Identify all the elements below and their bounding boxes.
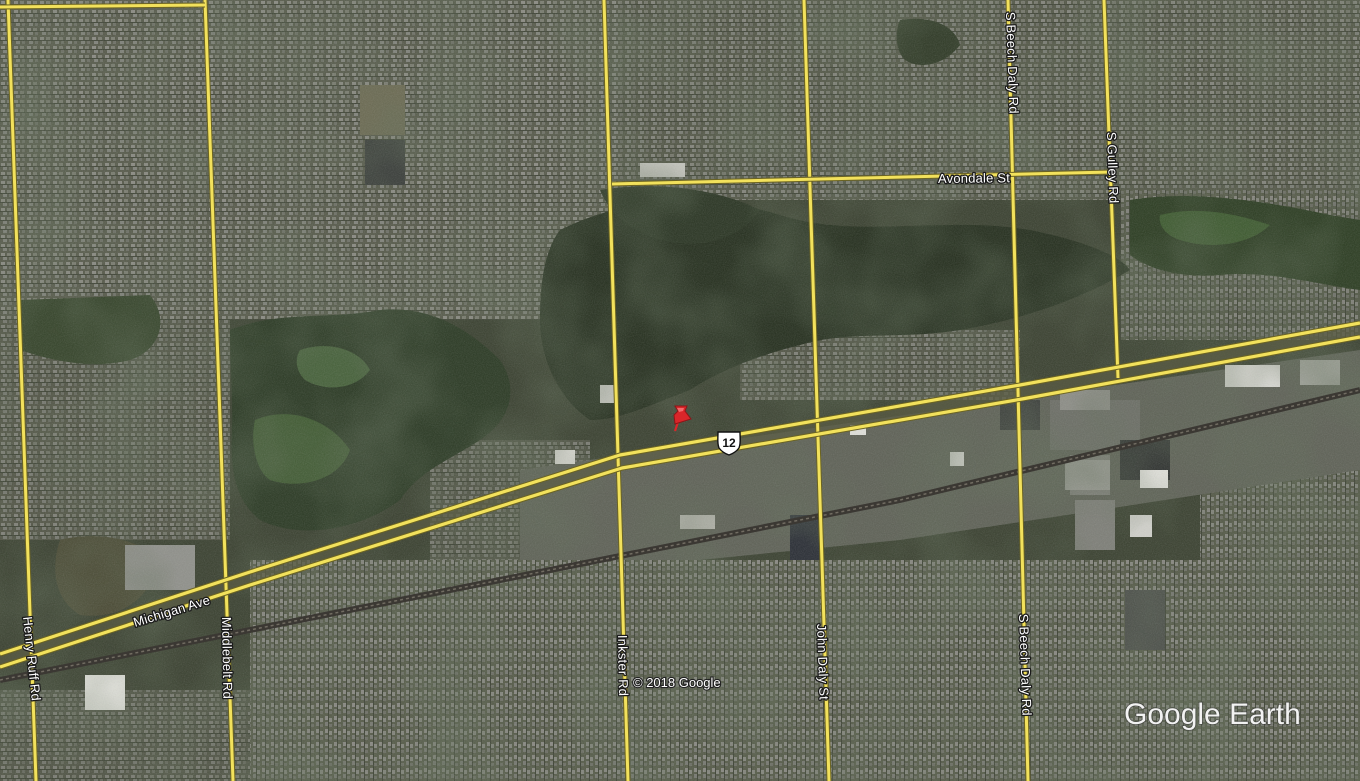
road-inkster-rd[interactable] [602,0,630,781]
road-henry-ruff-rd[interactable] [6,0,38,781]
road-label-avondale: Avondale St [938,170,1010,186]
road-label-s-gulley: S Gulley Rd [1104,132,1121,204]
road-s-beech-daly-rd[interactable] [1006,0,1030,781]
road-middlebelt-rd[interactable] [203,0,235,781]
road-top-edge-road[interactable] [0,3,206,9]
road-avondale-st[interactable] [611,170,1113,186]
railway [0,387,1360,683]
road-label-s-beech-daly-south: S Beech Daly Rd [1016,614,1035,716]
road-s-gulley-rd[interactable] [1102,0,1120,379]
road-michigan-ave-south[interactable] [0,335,1360,669]
pushpin-icon[interactable] [673,405,692,432]
road-john-daly-st[interactable] [802,0,831,781]
road-label-middlebelt: Middlebelt Rd [219,617,235,699]
road-label-s-beech-daly-north: S Beech Daly Rd [1003,12,1022,114]
us-route-shield-icon[interactable]: 12 [717,431,741,456]
road-labels: Henry Ruff Rd Middlebelt Rd Inkster Rd J… [19,10,1123,717]
road-label-john-daly: John Daly St [814,624,832,701]
road-michigan-ave-north[interactable] [0,321,1360,656]
road-label-inkster: Inkster Rd [615,635,631,697]
copyright-credit: © 2018 Google [633,675,721,690]
route-shield-number: 12 [722,436,736,450]
michigan-ave-median [0,325,1360,665]
google-earth-logo: Google Earth [1124,698,1301,731]
